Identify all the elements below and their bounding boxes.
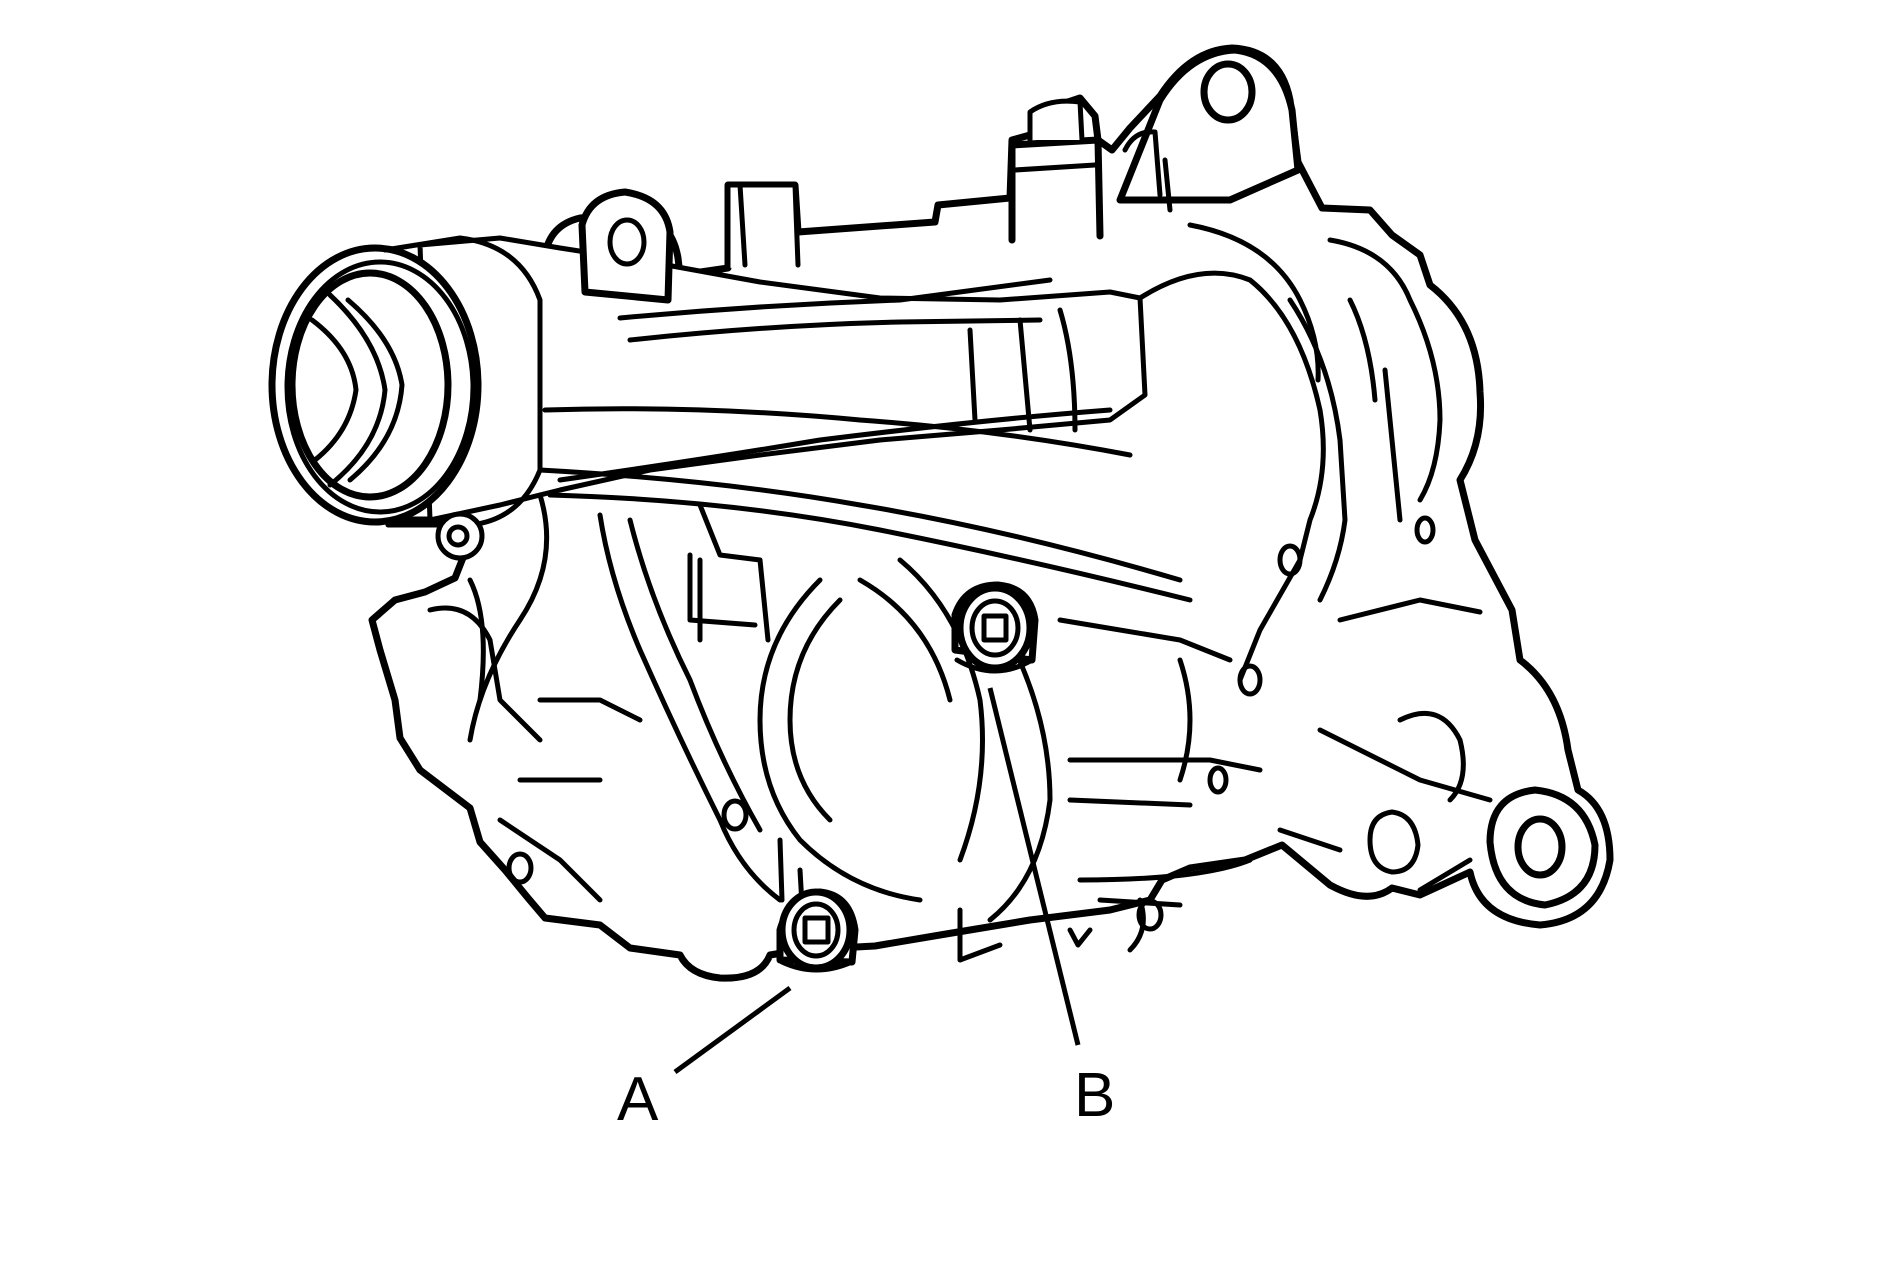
fill-plug bbox=[951, 581, 1039, 674]
drain-plug bbox=[776, 888, 859, 973]
callout-b: B bbox=[987, 687, 1115, 1130]
callout-b-leader bbox=[987, 687, 1081, 1046]
input-tube-flange bbox=[268, 235, 1193, 603]
lower-case bbox=[427, 492, 1263, 963]
callout-a-label: A bbox=[617, 1065, 659, 1134]
rear-cover bbox=[1137, 222, 1599, 909]
callout-a-leader bbox=[673, 985, 792, 1075]
callout-b-label: B bbox=[1074, 1061, 1115, 1130]
top-bosses bbox=[578, 46, 1302, 304]
housing-body bbox=[368, 44, 1614, 982]
callout-a: A bbox=[617, 985, 792, 1134]
